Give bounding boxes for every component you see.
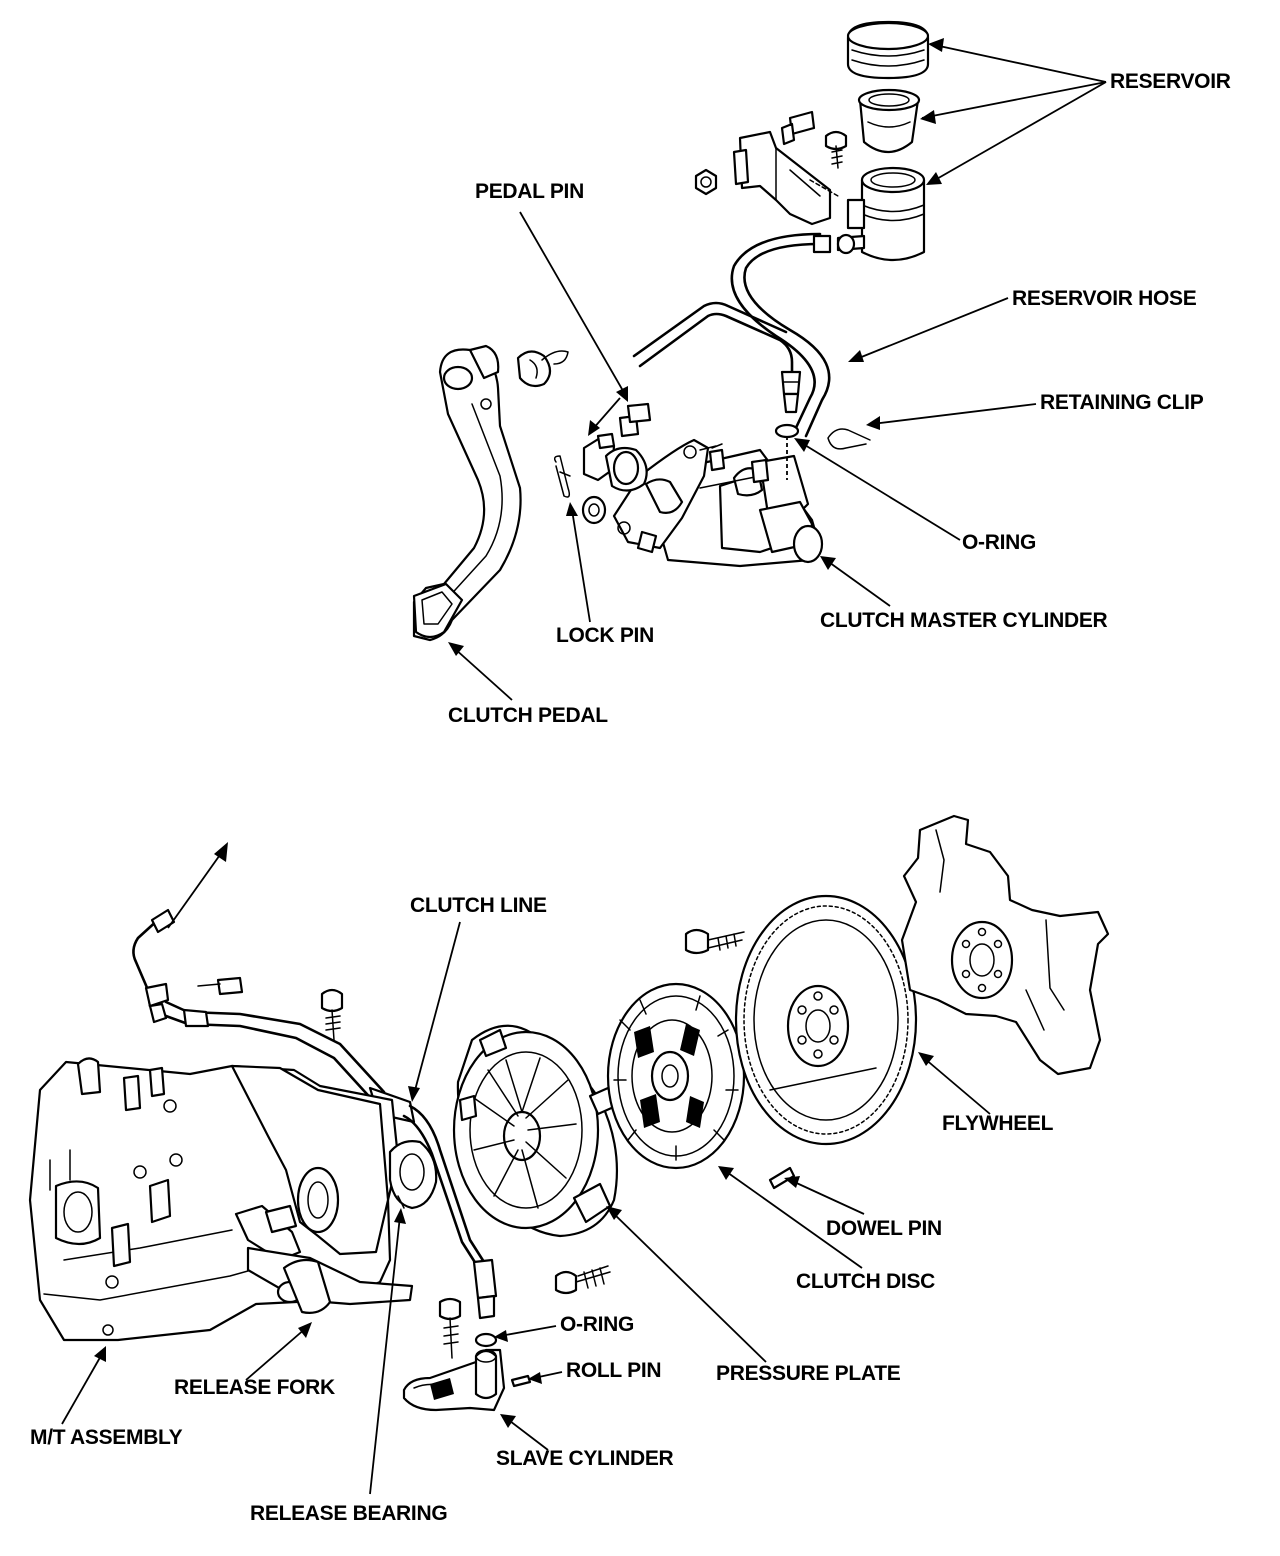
label-reservoir-hose: RESERVOIR HOSE <box>1012 287 1197 310</box>
label-roll-pin: ROLL PIN <box>566 1359 662 1382</box>
label-o-ring-upper: O-RING <box>962 531 1037 554</box>
pressure-plate-bolt-part <box>554 1265 611 1295</box>
reservoir-hose-part <box>730 232 856 438</box>
roll-pin-part <box>510 1374 532 1388</box>
housing-bolt-part <box>320 988 344 1041</box>
engine-block-part <box>900 814 1110 1076</box>
label-lock-pin: LOCK PIN <box>556 624 654 647</box>
release-bearing-part <box>388 1140 438 1210</box>
reservoir-cap-part <box>846 20 930 80</box>
release-fork-part <box>282 1258 332 1314</box>
clutch-disc-part <box>606 982 746 1170</box>
label-clutch-pedal: CLUTCH PEDAL <box>448 704 608 727</box>
pedal-pin-part <box>581 402 652 525</box>
label-clutch-master-cylinder: CLUTCH MASTER CYLINDER <box>820 609 1108 632</box>
label-o-ring-lower: O-RING <box>560 1313 635 1336</box>
label-release-fork: RELEASE FORK <box>174 1376 335 1399</box>
label-slave-cylinder: SLAVE CYLINDER <box>496 1447 674 1470</box>
master-cylinder-pipe-part <box>632 301 802 414</box>
upper-o-ring-part <box>774 423 800 439</box>
clutch-pedal-part <box>412 344 522 642</box>
lock-pin-part <box>553 455 571 498</box>
label-dowel-pin: DOWEL PIN <box>826 1217 942 1240</box>
pressure-plate-part <box>452 1024 619 1238</box>
leader-lines <box>61 38 1107 1495</box>
pedal-clip-part <box>516 350 569 388</box>
label-mt-assembly: M/T ASSEMBLY <box>30 1426 183 1449</box>
lower-o-ring-part <box>474 1332 498 1348</box>
label-flywheel: FLYWHEEL <box>942 1112 1054 1135</box>
label-clutch-line: CLUTCH LINE <box>410 894 547 917</box>
label-retaining-clip: RETAINING CLIP <box>1040 391 1204 414</box>
label-pressure-plate: PRESSURE PLATE <box>716 1362 901 1385</box>
label-release-bearing: RELEASE BEARING <box>250 1502 448 1525</box>
label-pedal-pin: PEDAL PIN <box>475 180 584 203</box>
clutch-master-cylinder-part <box>612 438 824 568</box>
label-clutch-disc: CLUTCH DISC <box>796 1270 936 1293</box>
dowel-pin-part <box>768 1166 796 1190</box>
reservoir-bracket-part <box>694 110 848 226</box>
mt-assembly-part <box>28 1057 414 1342</box>
slave-cylinder-part <box>402 1297 506 1412</box>
flywheel-bolt-part <box>684 928 745 955</box>
reservoir-strainer-part <box>857 88 921 154</box>
clutch-line-part <box>132 908 498 1320</box>
label-reservoir: RESERVOIR <box>1110 70 1231 93</box>
retaining-clip-part <box>827 428 871 450</box>
flywheel-part <box>734 894 918 1146</box>
